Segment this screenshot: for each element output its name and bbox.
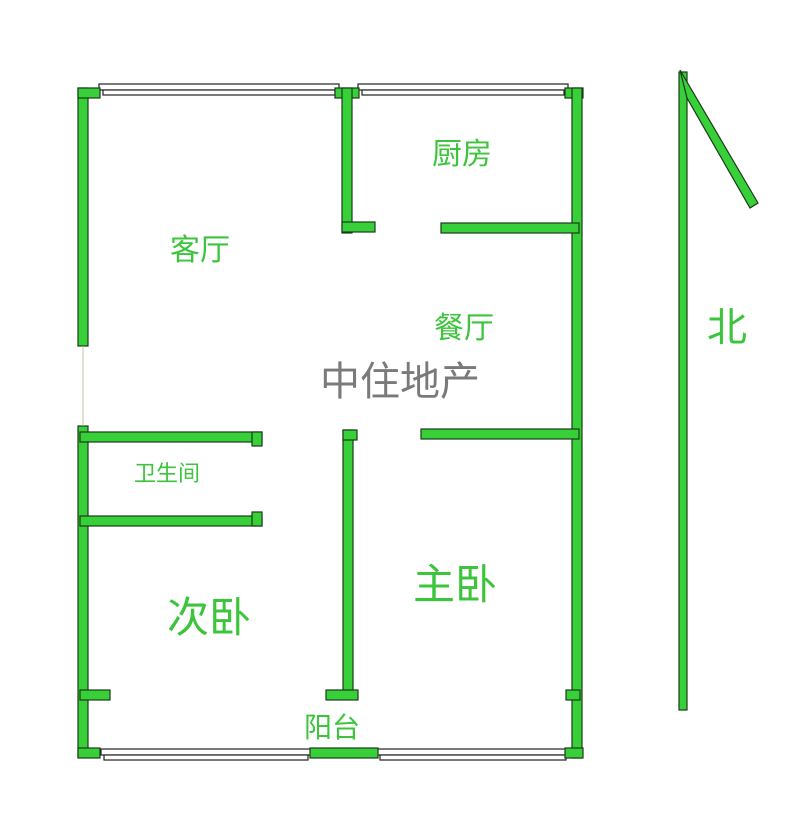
wall-kitchen-left-stub: [341, 221, 376, 233]
wall-left-lower: [77, 425, 89, 758]
window-kitchen-inner: [361, 89, 565, 96]
window-kitchen-top: [357, 83, 569, 91]
wall-left-bottom-stub: [79, 689, 111, 701]
wall-corner-tl: [77, 87, 101, 99]
room-label-second-bedroom: 次卧: [167, 593, 252, 642]
window-second-bedroom: [100, 748, 312, 756]
wall-dining-bottom: [420, 428, 580, 440]
north-arrow-icon: [678, 69, 759, 711]
wall-center-top-stub: [342, 429, 358, 441]
walls: [77, 87, 584, 759]
room-label-balcony: 阳台: [304, 711, 361, 744]
room-label-kitchen: 厨房: [432, 137, 492, 172]
windows: [98, 83, 569, 761]
wall-kitchen-left: [341, 87, 353, 234]
wall-corner-bl: [77, 747, 101, 759]
compass-label: 北: [707, 305, 747, 351]
room-label-bathroom: 卫生间: [134, 462, 201, 487]
window-second-bedroom-outer: [103, 754, 309, 761]
wall-bath-bottom: [79, 515, 263, 527]
wall-center: [342, 429, 354, 699]
wall-center-bottom-stub: [325, 689, 359, 701]
wall-kitchen-bottom: [440, 222, 580, 234]
room-label-master-bedroom: 主卧: [413, 560, 498, 609]
room-label-living: 客厅: [170, 233, 230, 268]
wall-bath-bottom-stub: [251, 511, 263, 527]
wall-bottom-mid: [309, 747, 379, 759]
wall-bath-top-stub: [251, 431, 263, 447]
window-master-bedroom-outer: [379, 754, 567, 761]
window-living-top: [98, 83, 340, 91]
wall-right-bottom-stub: [565, 689, 581, 701]
room-label-dining: 餐厅: [434, 311, 494, 346]
wall-bath-top: [79, 431, 263, 443]
wall-corner-br: [564, 747, 584, 759]
window-master-bedroom: [376, 748, 568, 756]
window-living-inner: [102, 89, 336, 96]
wall-left-upper: [77, 87, 89, 347]
wall-right: [571, 87, 583, 759]
watermark: 中住地产: [320, 359, 480, 405]
